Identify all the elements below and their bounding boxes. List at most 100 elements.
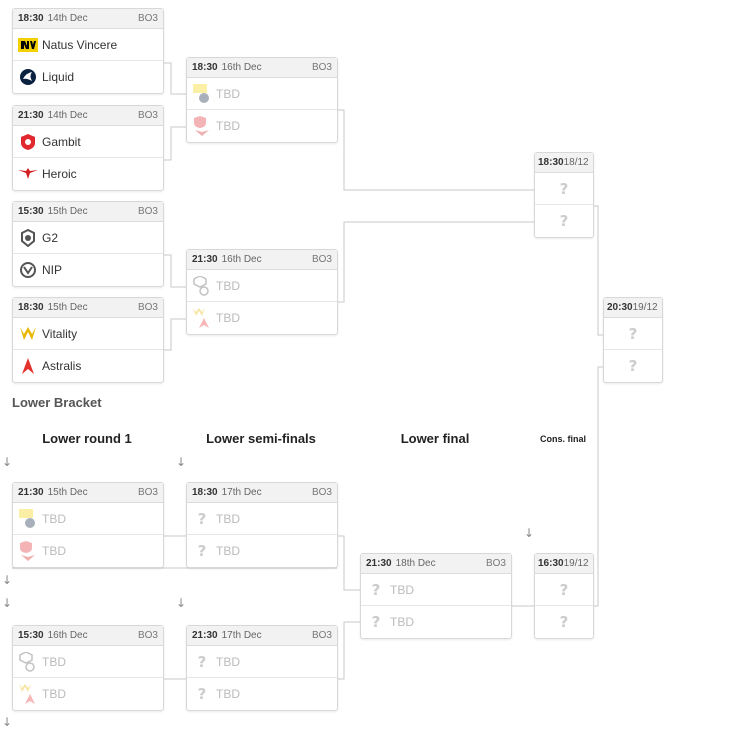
down-arrow-icon: ↓ — [2, 715, 13, 729]
match-header: 20:30 19/12 — [604, 298, 662, 318]
team-row[interactable]: ? — [535, 606, 593, 638]
match-time: 18:30 — [192, 62, 218, 73]
team-row[interactable]: TBD — [13, 535, 163, 567]
unknown-team-icon: ? — [628, 357, 638, 375]
match-upper-r1-g2-nip[interactable]: 15:30 15th Dec BO3 G2 NIP — [12, 201, 164, 287]
match-header: 21:30 18th Dec BO3 — [361, 554, 511, 574]
match-time: 15:30 — [18, 630, 44, 641]
team-row[interactable]: ? TBD — [361, 606, 511, 638]
team-row[interactable]: TBD — [13, 646, 163, 678]
team-row[interactable]: TBD — [187, 110, 337, 142]
team-row[interactable]: NIP — [13, 254, 163, 286]
team-name: TBD — [42, 687, 66, 701]
gambit-heroic-faded-logo-icon — [18, 541, 38, 561]
team-row[interactable]: TBD — [187, 302, 337, 334]
vitality-astralis-faded-logo-icon — [192, 308, 212, 328]
match-date: 18/12 — [563, 157, 589, 168]
lower-final-title: Lower final — [400, 431, 470, 446]
match-lower-sf-1[interactable]: 18:30 17th Dec BO3 ? TBD ? TBD — [186, 482, 338, 568]
match-date: 14th Dec — [47, 13, 88, 24]
team-row[interactable]: Astralis — [13, 350, 163, 382]
team-row[interactable]: Heroic — [13, 158, 163, 190]
team-name: TBD — [216, 86, 240, 101]
team-row[interactable]: ? — [604, 350, 662, 382]
match-time: 18:30 — [18, 13, 44, 24]
match-format: BO3 — [485, 558, 506, 569]
match-date: 18th Dec — [395, 558, 436, 569]
team-name: Heroic — [42, 167, 77, 181]
team-row[interactable]: ? TBD — [187, 678, 337, 710]
match-date: 19/12 — [632, 302, 658, 313]
match-grand-final[interactable]: 20:30 19/12 ? ? — [603, 297, 663, 383]
team-name: TBD — [42, 654, 66, 669]
match-time: 16:30 — [538, 558, 564, 569]
match-upper-final[interactable]: 18:30 18/12 ? ? — [534, 152, 594, 238]
team-name: Astralis — [42, 359, 82, 373]
down-arrow-icon: ↓ — [2, 573, 13, 587]
match-date: 15th Dec — [47, 487, 88, 498]
match-format: BO3 — [137, 206, 158, 217]
match-date: 14th Dec — [47, 110, 88, 121]
team-name: Vitality — [42, 326, 78, 341]
nip-logo-icon — [18, 260, 38, 280]
unknown-team-icon: ? — [197, 685, 207, 703]
match-header: 15:30 15th Dec BO3 — [13, 202, 163, 222]
match-lower-r1-2[interactable]: 15:30 16th Dec BO3 TBD TBD — [12, 625, 164, 711]
match-header: 16:30 19/12 — [535, 554, 593, 574]
team-row[interactable]: TBD — [13, 503, 163, 535]
team-name: TBD — [390, 615, 414, 629]
lower-bracket-title: Lower Bracket — [12, 395, 102, 410]
team-row[interactable]: Gambit — [13, 126, 163, 158]
unknown-team-icon: ? — [559, 212, 569, 230]
team-row[interactable]: ? TBD — [187, 503, 337, 535]
match-time: 21:30 — [18, 110, 44, 121]
match-header: 18:30 16th Dec BO3 — [187, 58, 337, 78]
down-arrow-icon: ↓ — [176, 455, 187, 469]
team-row[interactable]: ? TBD — [187, 535, 337, 567]
match-upper-r1-gambit-heroic[interactable]: 21:30 14th Dec BO3 Gambit Heroic — [12, 105, 164, 191]
team-row[interactable]: ? TBD — [187, 646, 337, 678]
team-row[interactable]: TBD — [187, 78, 337, 110]
match-lower-sf-2[interactable]: 21:30 17th Dec BO3 ? TBD ? TBD — [186, 625, 338, 711]
match-date: 17th Dec — [221, 630, 262, 641]
team-name: TBD — [42, 544, 66, 558]
match-header: 15:30 16th Dec BO3 — [13, 626, 163, 646]
team-row[interactable]: ? — [535, 574, 593, 606]
match-time: 21:30 — [366, 558, 392, 569]
navi-liquid-faded-logo-icon — [18, 508, 38, 529]
match-date: 15th Dec — [47, 206, 88, 217]
team-row[interactable]: TBD — [187, 270, 337, 302]
match-lower-final[interactable]: 21:30 18th Dec BO3 ? TBD ? TBD — [360, 553, 512, 639]
team-name: TBD — [216, 311, 240, 325]
match-upper-sf-2[interactable]: 21:30 16th Dec BO3 TBD TBD — [186, 249, 338, 335]
team-row[interactable]: ? TBD — [361, 574, 511, 606]
team-row[interactable]: Natus Vincere — [13, 29, 163, 61]
team-row[interactable]: ? — [535, 205, 593, 237]
unknown-team-icon: ? — [197, 542, 207, 560]
team-name: TBD — [216, 687, 240, 701]
team-name: TBD — [216, 511, 240, 526]
team-row[interactable]: ? — [604, 318, 662, 350]
team-row[interactable]: Vitality — [13, 318, 163, 350]
team-row[interactable]: ? — [535, 173, 593, 205]
team-name: Liquid — [42, 70, 75, 84]
match-upper-r1-navi-liquid[interactable]: 18:30 14th Dec BO3 Natus Vincere Liquid — [12, 8, 164, 94]
team-row[interactable]: G2 — [13, 222, 163, 254]
match-upper-sf-1[interactable]: 18:30 16th Dec BO3 TBD TBD — [186, 57, 338, 143]
gambit-logo-icon — [18, 132, 38, 152]
team-name: Natus Vincere — [42, 37, 118, 52]
match-cons-final[interactable]: 16:30 19/12 ? ? — [534, 553, 594, 639]
match-header: 21:30 15th Dec BO3 — [13, 483, 163, 503]
team-name: TBD — [216, 544, 240, 558]
match-date: 16th Dec — [221, 254, 262, 265]
match-header: 21:30 17th Dec BO3 — [187, 626, 337, 646]
unknown-team-icon: ? — [197, 652, 207, 671]
match-upper-r1-vitality-astralis[interactable]: 18:30 15th Dec BO3 Vitality Astralis — [12, 297, 164, 383]
match-time: 18:30 — [538, 157, 564, 168]
team-row[interactable]: TBD — [13, 678, 163, 710]
team-row[interactable]: Liquid — [13, 61, 163, 93]
match-lower-r1-1[interactable]: 21:30 15th Dec BO3 TBD TBD — [12, 482, 164, 568]
match-header: 21:30 14th Dec BO3 — [13, 106, 163, 126]
match-format: BO3 — [137, 630, 158, 641]
match-header: 21:30 16th Dec BO3 — [187, 250, 337, 270]
